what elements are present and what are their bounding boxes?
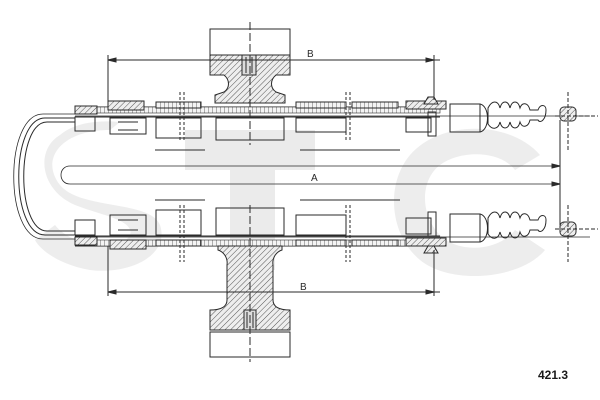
part-number: 421.3 bbox=[538, 368, 569, 382]
dimension-label-b-lower: B bbox=[300, 282, 307, 293]
dimension-label-b-upper: B bbox=[307, 49, 314, 60]
stc-watermark bbox=[35, 121, 545, 277]
dimension-label-a: A bbox=[311, 173, 318, 184]
drawing-lines bbox=[13, 22, 598, 362]
